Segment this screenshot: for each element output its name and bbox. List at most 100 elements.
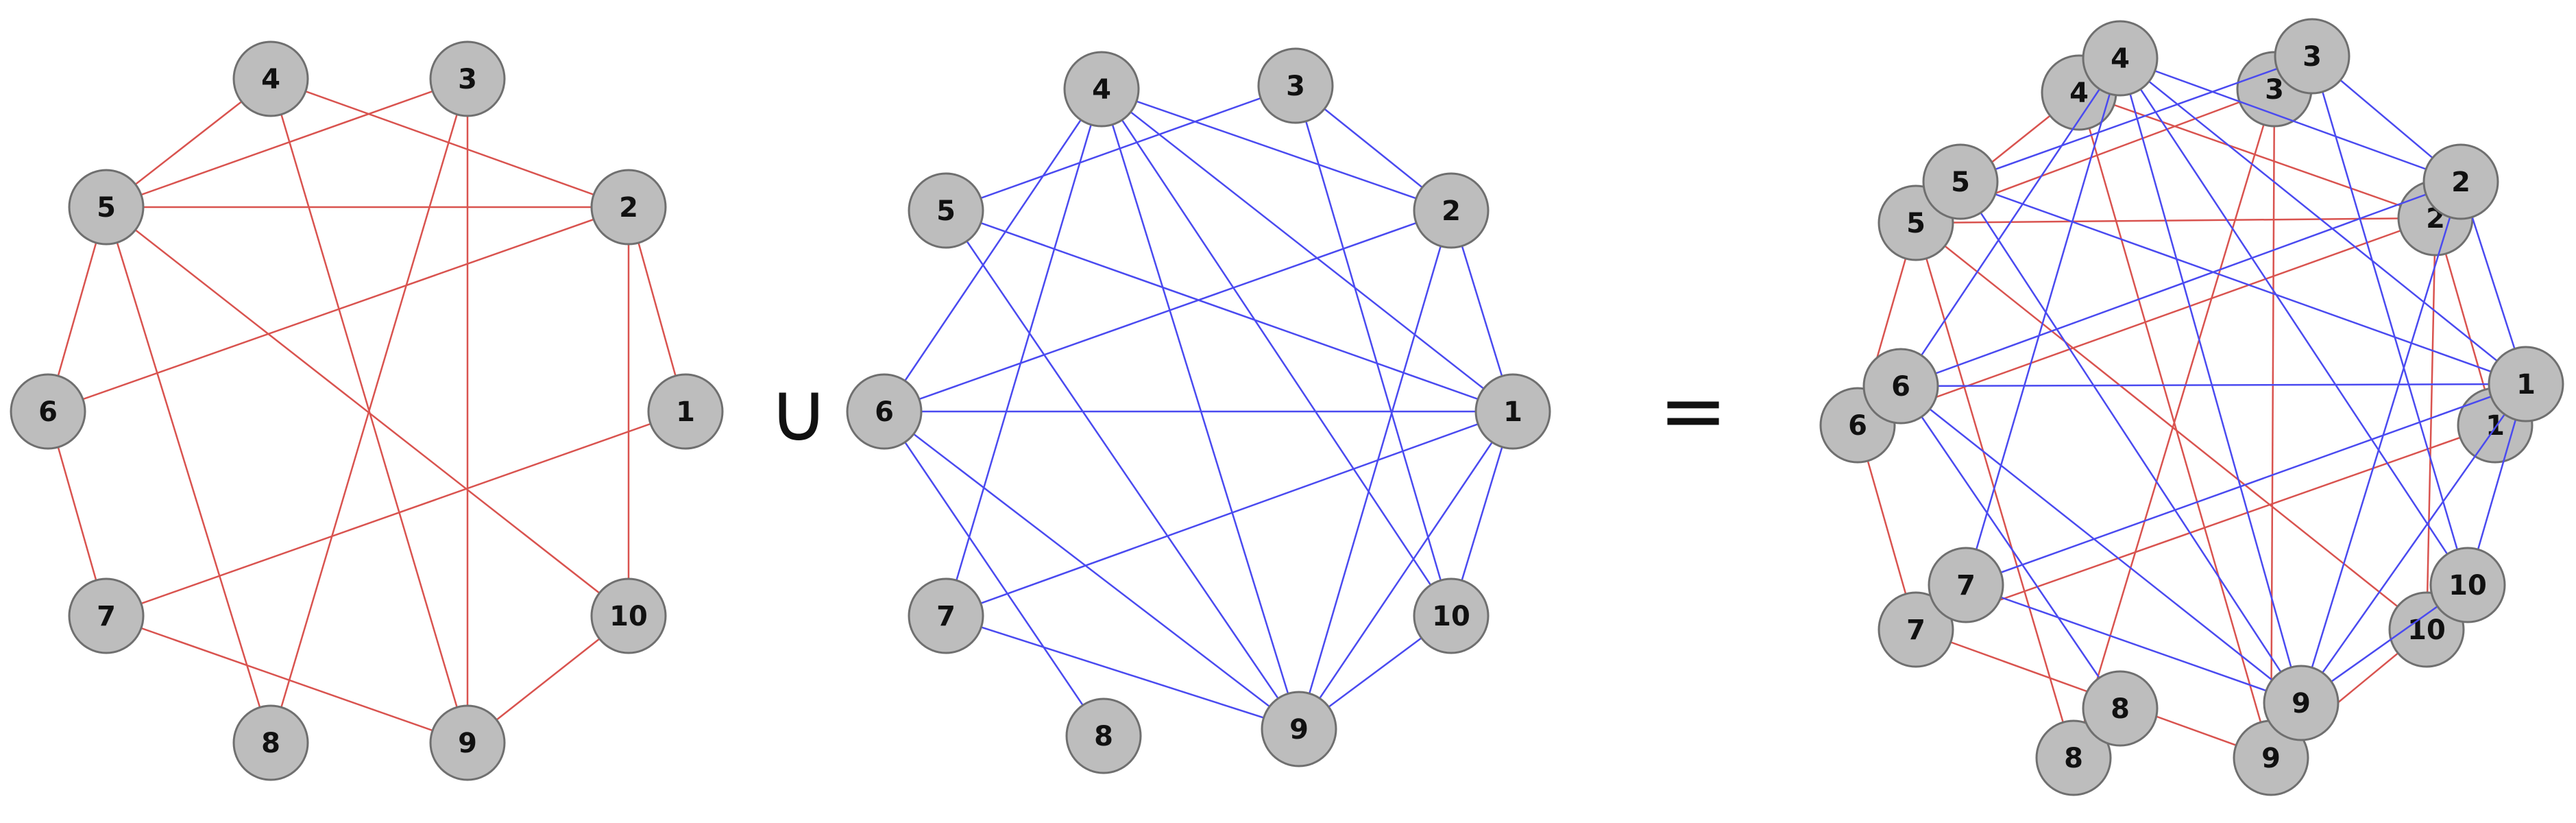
left-edge-4-2 (270, 77, 629, 208)
result-b-node-8: 8 (2082, 670, 2159, 747)
result-b-edge-2-9 (2300, 181, 2462, 704)
node-label: 6 (1891, 371, 1910, 403)
result-b-edge-4-6 (1899, 58, 2122, 387)
node-label: 4 (1092, 74, 1111, 106)
result-b-node-6: 6 (1862, 348, 1939, 425)
node-circle (1261, 691, 1337, 767)
node-label: 3 (2302, 41, 2322, 73)
middle-edge-3-5 (945, 84, 1296, 212)
result-a-edge-4-2 (2078, 91, 2436, 219)
middle-node-4: 4 (1063, 51, 1140, 128)
node-label: 5 (97, 192, 116, 224)
left-edge-7-1 (106, 410, 686, 617)
result-a-node-9: 9 (2233, 719, 2309, 796)
result-b-node-7: 7 (1928, 547, 2004, 623)
node-label: 7 (936, 601, 956, 632)
middle-node-8: 8 (1065, 697, 1142, 774)
node-label: 5 (1951, 167, 1970, 198)
node-label: 8 (261, 728, 280, 759)
node-circle (2488, 346, 2564, 422)
middle-edge-2-9 (1298, 210, 1453, 730)
result-a-node-8: 8 (2035, 719, 2112, 796)
node-label: 6 (875, 396, 894, 428)
middle-graph-edges (883, 84, 1514, 737)
left-node-8: 8 (232, 704, 309, 781)
left-node-4: 4 (232, 40, 309, 117)
left-node-1: 1 (647, 373, 724, 450)
node-label: 1 (2516, 369, 2536, 401)
result-a-edge-5-10 (1915, 222, 2427, 630)
left-edge-3-5 (106, 77, 468, 208)
middle-edge-4-1 (1101, 88, 1514, 412)
result-b-node-2: 2 (2422, 143, 2499, 220)
result-b-edge-6-9 (1900, 385, 2302, 704)
node-label: 1 (676, 396, 695, 428)
node-label: 2 (1442, 195, 1461, 227)
node-circle (2422, 143, 2499, 220)
result-b-edge-7-9 (1965, 584, 2302, 704)
node-circle (1922, 143, 1999, 220)
equals-operator: = (1659, 363, 1728, 459)
result-b-node-1: 1 (2488, 346, 2564, 422)
node-label: 2 (2451, 167, 2470, 198)
result-b-edge-4-7 (1965, 58, 2122, 586)
left-edge-2-6 (47, 206, 629, 413)
node-circle (2082, 670, 2159, 747)
node-label: 4 (2111, 43, 2130, 75)
node-circle (647, 373, 724, 450)
middle-edge-4-2 (1101, 88, 1452, 212)
middle-edge-1-9 (1298, 411, 1514, 730)
node-circle (908, 172, 984, 249)
node-circle (1474, 373, 1551, 450)
result-b-node-5: 5 (1922, 143, 1999, 220)
node-circle (1862, 348, 1939, 425)
result-a-edge-7-1 (1915, 424, 2496, 631)
node-circle (1063, 51, 1140, 128)
left-edge-3-8 (269, 78, 469, 743)
left-node-6: 6 (10, 373, 86, 450)
middle-node-7: 7 (908, 577, 984, 654)
middle-edge-4-10 (1100, 88, 1453, 617)
middle-node-6: 6 (846, 373, 923, 450)
result-b-edge-5-1 (1960, 180, 2527, 385)
node-label: 5 (1906, 208, 1925, 239)
node-circle (1413, 172, 1490, 249)
node-circle (68, 169, 145, 246)
result-a-edge-5-8 (1915, 222, 2075, 759)
node-label: 10 (2407, 615, 2446, 646)
node-circle (590, 577, 667, 654)
node-circle (232, 40, 309, 117)
result-graph-b-nodes: 1 2 3 4 5 6 7 8 9 10 (1862, 18, 2564, 747)
left-node-9: 9 (429, 704, 506, 781)
middle-node-3: 3 (1257, 47, 1334, 124)
result-b-edge-4-10 (2119, 58, 2469, 586)
node-circle (429, 704, 506, 781)
result-b-edge-4-9 (2119, 58, 2302, 704)
left-node-10: 10 (590, 577, 667, 654)
left-edge-5-10 (106, 206, 629, 617)
result-b-edge-5-9 (1959, 181, 2302, 704)
node-circle (2274, 18, 2350, 95)
node-circle (1878, 591, 1954, 668)
node-circle (2429, 547, 2506, 623)
node-circle (908, 577, 984, 654)
node-label: 9 (2292, 688, 2311, 719)
middle-node-2: 2 (1413, 172, 1490, 249)
node-label: 7 (97, 601, 116, 632)
node-circle (846, 373, 923, 450)
node-label: 10 (2449, 570, 2487, 601)
union-operator: ∪ (768, 365, 829, 460)
node-circle (10, 373, 86, 450)
node-label: 9 (458, 728, 477, 759)
node-circle (1065, 697, 1142, 774)
result-a-edge-3-9 (2270, 88, 2276, 759)
left-edge-7-9 (106, 615, 468, 744)
left-node-3: 3 (429, 40, 506, 117)
middle-node-10: 10 (1413, 577, 1490, 654)
node-circle (1257, 47, 1334, 124)
result-b-edge-3-5 (1960, 55, 2313, 183)
result-a-edge-2-6 (1857, 217, 2436, 427)
node-circle (232, 704, 309, 781)
